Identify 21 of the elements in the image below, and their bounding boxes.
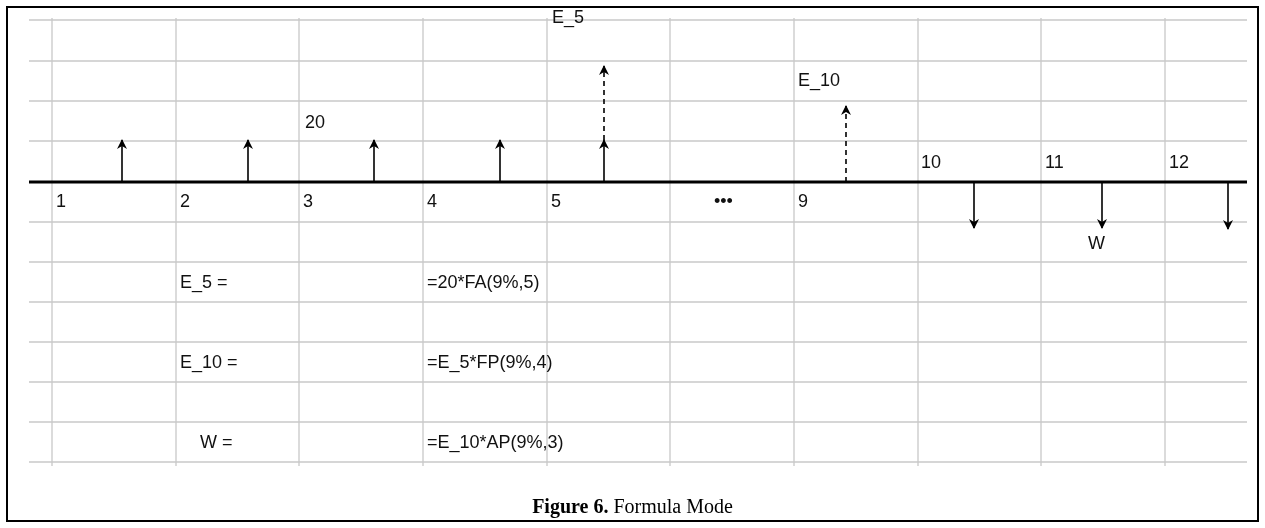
figure-caption: Figure 6. Formula Mode — [532, 495, 733, 517]
period-number: 5 — [551, 191, 561, 211]
period-number: 10 — [921, 152, 942, 172]
period-number: 11 — [1045, 152, 1064, 172]
period-number: 9 — [798, 191, 808, 211]
period-number: 3 — [303, 191, 313, 211]
value-label: E_5 — [552, 7, 585, 27]
formula-text: =E_10*AP(9%,3) — [427, 432, 564, 452]
period-number: 4 — [427, 191, 437, 211]
period-number: 12 — [1169, 152, 1190, 172]
ellipsis: ••• — [714, 191, 733, 211]
cell-text: W = — [200, 432, 233, 452]
cell-text: E_10 = — [180, 352, 238, 372]
formula-text: =20*FA(9%,5) — [427, 272, 540, 292]
period-number: 1 — [56, 191, 66, 211]
value-label: E_10 — [798, 70, 841, 90]
formula-text: =E_5*FP(9%,4) — [427, 352, 553, 372]
period-number: 2 — [180, 191, 190, 211]
cell-text: E_5 = — [180, 272, 228, 292]
value-label: W — [1088, 233, 1105, 253]
value-label: 20 — [305, 112, 326, 132]
